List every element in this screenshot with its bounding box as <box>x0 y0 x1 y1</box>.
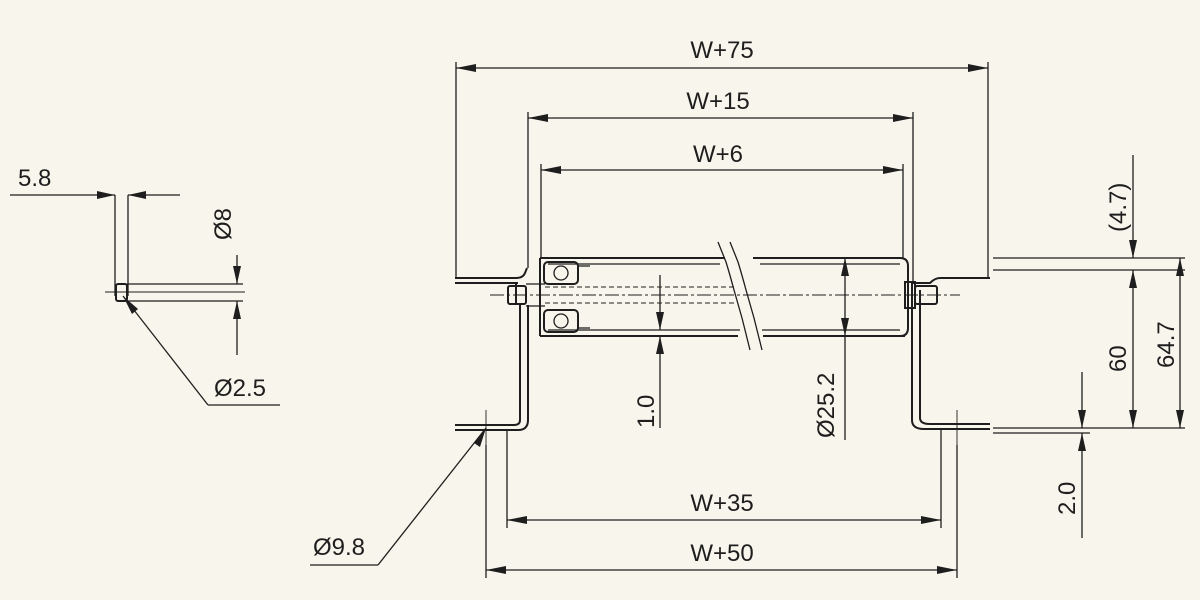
dim-64-7: 64.7 <box>1153 321 1180 368</box>
dim-4-7: (4.7) <box>1105 183 1132 232</box>
dim-w-plus-15: W+15 <box>686 88 749 115</box>
dim-w-plus-35: W+35 <box>690 490 753 517</box>
dim-phi-9-8: Ø9.8 <box>313 534 365 561</box>
dim-phi-8: Ø8 <box>210 208 237 240</box>
main-dimensions: W+75 W+15 W+6 1.0 Ø25.2 W+35 <box>310 37 1185 578</box>
main-assembly-view <box>455 241 990 445</box>
dim-5-8: 5.8 <box>18 165 51 192</box>
dim-2-0: 2.0 <box>1054 482 1081 515</box>
shaft-end-detail: 5.8 Ø8 Ø2.5 <box>10 165 280 406</box>
dim-w-plus-6: W+6 <box>693 141 743 168</box>
dim-w-plus-75: W+75 <box>690 37 753 64</box>
dim-phi-2-5: Ø2.5 <box>214 375 266 402</box>
dim-1-0: 1.0 <box>633 395 660 428</box>
dim-60: 60 <box>1105 345 1132 372</box>
dim-phi-25-2: Ø25.2 <box>813 373 840 438</box>
dim-w-plus-50: W+50 <box>690 540 753 567</box>
